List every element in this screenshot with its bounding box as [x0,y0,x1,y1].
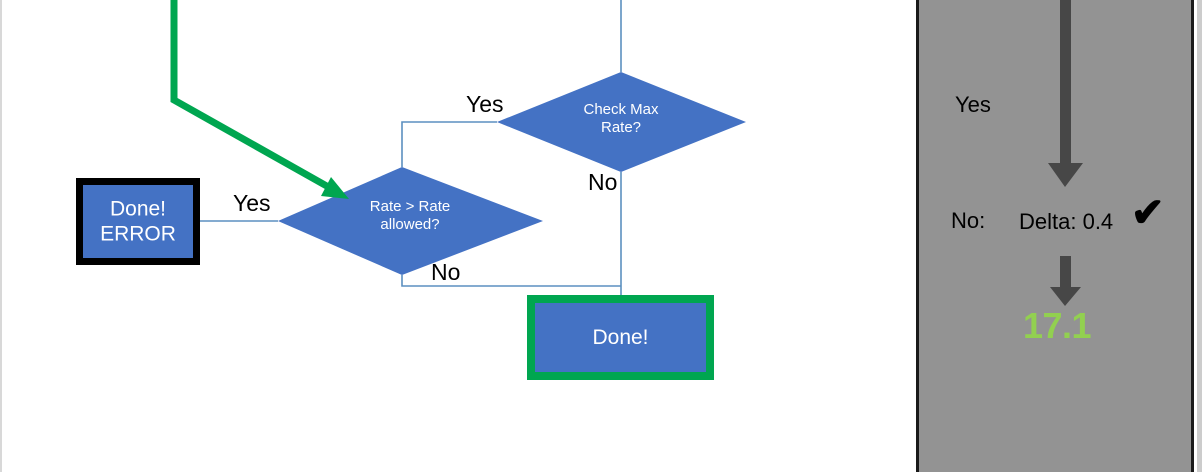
node-check-max-rate-label: Check Max Rate? [583,101,659,137]
edge-label-max-rate-no: No [588,169,618,195]
panel-arrow-bottom [1050,256,1081,306]
node-rate-gt-rate-allowed-label: Rate > Rate allowed? [369,198,451,234]
panel-no-label: No: [951,208,986,233]
connector-rate-allowed-no [401,275,621,287]
panel-arrows [1048,0,1083,306]
flowchart-connectors [170,0,746,296]
node-done-error[interactable]: Done! ERROR [76,178,200,265]
edge-label-rate-allowed-yes: Yes [233,190,271,216]
panel-arrow-top [1048,0,1083,187]
node-check-max-rate[interactable] [497,72,746,172]
node-done[interactable]: Done! [527,295,714,380]
page-left-edge [0,0,2,472]
node-done-label: Done! [592,325,649,349]
node-done-error-label: Done! ERROR [100,196,176,246]
panel-result-value: 17.1 [1023,305,1092,346]
edge-label-rate-allowed-no: No [431,259,461,285]
highlight-green-arrowhead [321,177,349,199]
panel-delta-label: Delta: 0.4 [1019,209,1114,234]
annotation-panel: Yes No: Delta: 0.4 ✔ 17.1 [916,0,1194,472]
connector-max-rate-yes [401,121,497,167]
checkmark-icon: ✔ [1131,191,1165,235]
edge-label-max-rate-yes: Yes [466,91,504,117]
panel-right-strip [1197,0,1202,472]
highlight-green-path [170,0,334,193]
panel-yes-label: Yes [955,92,991,117]
